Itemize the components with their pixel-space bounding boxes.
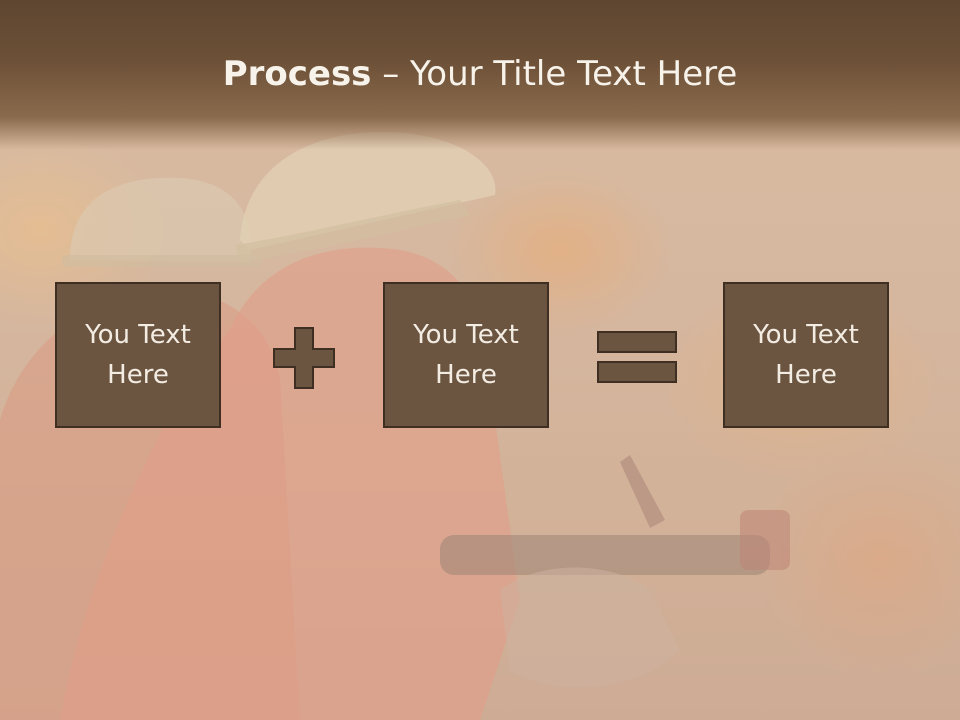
process-box-1[interactable]: You Text Here <box>55 282 221 428</box>
process-box-3[interactable]: You Text Here <box>723 282 889 428</box>
title-bold: Process <box>222 54 372 94</box>
process-box-2[interactable]: You Text Here <box>383 282 549 428</box>
equals-icon <box>597 331 677 383</box>
title-band <box>0 0 960 150</box>
plus-icon <box>273 327 335 389</box>
title-rest: – Your Title Text Here <box>371 54 738 94</box>
slide-title: Process – Your Title Text Here <box>0 52 960 96</box>
